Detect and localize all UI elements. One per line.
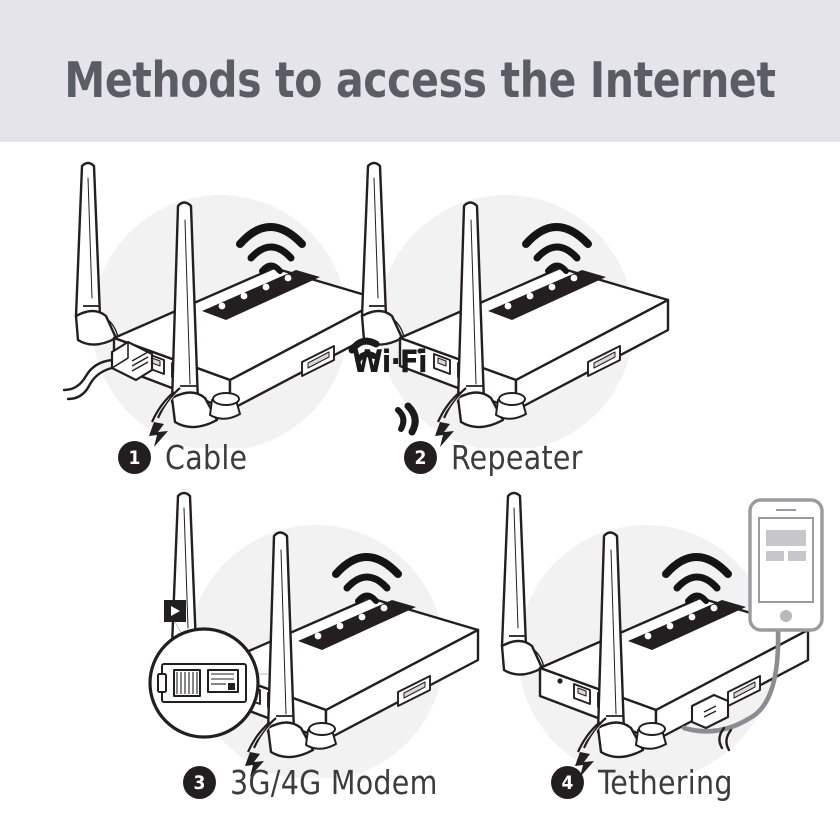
caption-modem: 3 3G/4G Modem bbox=[183, 763, 446, 802]
label-modem: 3G/4G Modem bbox=[230, 763, 438, 802]
label-cable: Cable bbox=[165, 438, 248, 477]
modem-illustration bbox=[148, 491, 480, 778]
method-panel-tethering[interactable] bbox=[478, 478, 834, 778]
wifi-logo-icon bbox=[348, 337, 419, 436]
usb-plug bbox=[690, 693, 730, 730]
badge-4: 4 bbox=[551, 766, 584, 799]
magnifier-icon bbox=[148, 627, 260, 739]
label-tethering: Tethering bbox=[598, 763, 733, 802]
caption-tethering: 4 Tethering bbox=[551, 763, 738, 802]
caption-cable: 1 Cable bbox=[118, 438, 251, 477]
cable-strain-relief bbox=[718, 726, 733, 752]
badge-1: 1 bbox=[118, 441, 151, 474]
label-repeater: Repeater bbox=[451, 438, 583, 477]
header-band bbox=[0, 0, 840, 142]
tethering-illustration bbox=[500, 491, 824, 778]
caption-repeater: 2 Repeater bbox=[404, 438, 588, 477]
smartphone-icon bbox=[748, 498, 824, 632]
wifi-logo-text: Wi·Fi bbox=[352, 344, 428, 380]
usb-icon bbox=[164, 600, 186, 622]
method-panel-modem[interactable] bbox=[148, 478, 488, 778]
page-title: Methods to access the Internet bbox=[64, 52, 776, 109]
usb-cable bbox=[681, 627, 781, 734]
repeater-illustration bbox=[348, 161, 670, 448]
badge-2: 2 bbox=[404, 441, 437, 474]
badge-3: 3 bbox=[183, 766, 216, 799]
method-panel-repeater[interactable]: Wi·Fi bbox=[338, 148, 678, 448]
